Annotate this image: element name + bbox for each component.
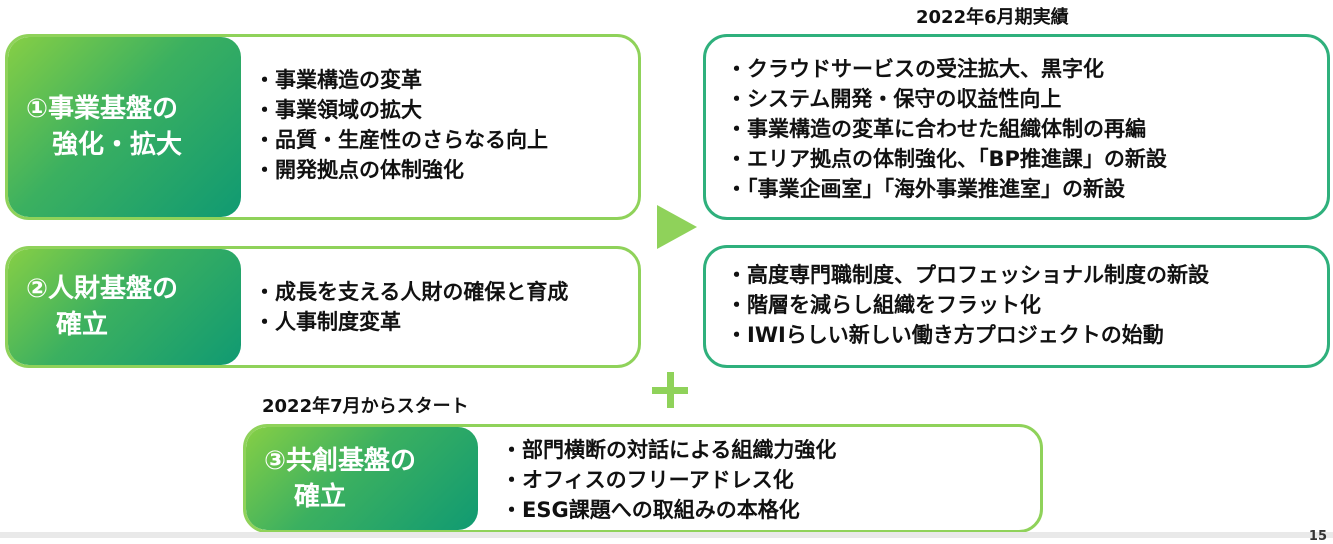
footer-bar [0,532,1333,538]
pillar-3-list: ・部門横断の対話による組織力強化 ・オフィスのフリーアドレス化 ・ESG課題への… [501,435,836,525]
pillar-3-title-line1: ③共創基盤の [264,445,417,476]
list-item: ・人事制度変革 [254,310,401,334]
list-item: ・クラウドサービスの受注拡大、黒字化 [726,57,1104,81]
pillar-3-label: ③共創基盤の 確立 [246,427,478,530]
list-item: ・事業構造の変革 [254,68,422,92]
pillar-3-title-line2: 確立 [294,481,347,512]
list-item: ・部門横断の対話による組織力強化 [501,438,837,462]
start-label: 2022年7月からスタート [262,396,469,417]
pillar-2-label: ②人財基盤の 確立 [8,249,241,365]
pillar-1-box: ①事業基盤の 強化・拡大 ・事業構造の変革 ・事業領域の拡大 ・品質・生産性のさ… [5,34,641,220]
pillar-1-label: ①事業基盤の 強化・拡大 [8,37,241,217]
page-number: 15 [1308,529,1327,544]
pillar-1-title-line2: 強化・拡大 [52,130,183,160]
list-item: ・オフィスのフリーアドレス化 [501,468,794,492]
list-item: ・エリア拠点の体制強化、「BP推進課」の新設 [726,147,1167,171]
pillar-2-title-line1: ②人財基盤の [26,274,179,304]
list-item: ・品質・生産性のさらなる向上 [254,128,548,152]
pillar-2-box: ②人財基盤の 確立 ・成長を支える人財の確保と育成 ・人事制度変革 [5,246,641,368]
results-2-list: ・高度専門職制度、プロフェッショナル制度の新設 ・階層を減らし組織をフラット化 … [726,260,1209,350]
list-item: ・開発拠点の体制強化 [254,158,464,182]
results-title: 2022年6月期実績 [916,7,1069,28]
pillar-2-title-line2: 確立 [56,310,109,340]
results-box-1: ・クラウドサービスの受注拡大、黒字化 ・システム開発・保守の収益性向上 ・事業構… [703,34,1330,220]
arrow-right-icon [657,205,697,249]
list-item: ・高度専門職制度、プロフェッショナル制度の新設 [726,263,1209,287]
list-item: ・成長を支える人財の確保と育成 [254,280,569,304]
pillar-2-list: ・成長を支える人財の確保と育成 ・人事制度変革 [254,277,568,337]
list-item: ・階層を減らし組織をフラット化 [726,293,1041,317]
results-box-2: ・高度専門職制度、プロフェッショナル制度の新設 ・階層を減らし組織をフラット化 … [703,245,1330,368]
plus-icon [652,372,688,408]
pillar-1-list: ・事業構造の変革 ・事業領域の拡大 ・品質・生産性のさらなる向上 ・開発拠点の体… [254,65,548,185]
list-item: ・ESG課題への取組みの本格化 [501,498,800,522]
list-item: ・事業領域の拡大 [254,98,422,122]
results-1-list: ・クラウドサービスの受注拡大、黒字化 ・システム開発・保守の収益性向上 ・事業構… [726,54,1167,204]
list-item: ・「事業企画室」「海外事業推進室」の新設 [726,177,1125,201]
list-item: ・IWIらしい新しい働き方プロジェクトの始動 [726,323,1164,347]
pillar-1-title-line1: ①事業基盤の [26,94,179,124]
pillar-3-box: ③共創基盤の 確立 ・部門横断の対話による組織力強化 ・オフィスのフリーアドレス… [243,424,1043,533]
list-item: ・事業構造の変革に合わせた組織体制の再編 [726,117,1146,141]
list-item: ・システム開発・保守の収益性向上 [726,87,1062,111]
